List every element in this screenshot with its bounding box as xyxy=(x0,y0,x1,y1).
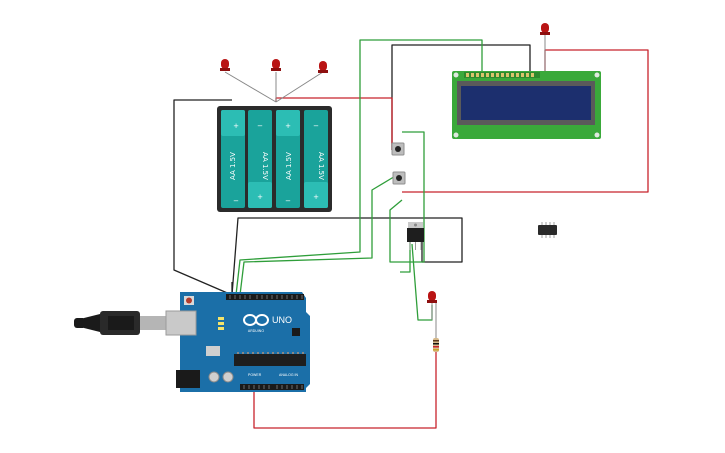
led-output[interactable] xyxy=(427,291,437,338)
battery-cell-2-minus: − xyxy=(257,122,263,130)
usb-cable[interactable] xyxy=(74,311,166,335)
resistor[interactable] xyxy=(433,338,439,352)
wire-black-battery-left[interactable] xyxy=(173,99,233,296)
arduino-model-text: UNO xyxy=(272,315,292,325)
arduino-uno[interactable]: UNO ARDUINO POWER ANALOG IN xyxy=(165,292,310,392)
led-1[interactable] xyxy=(220,59,230,71)
led-3[interactable] xyxy=(318,61,328,73)
battery-cell-3-minus: − xyxy=(285,197,291,205)
battery-cell-1-plus: + xyxy=(233,122,239,130)
ic-chip[interactable] xyxy=(538,222,557,238)
battery-cell-1-minus: − xyxy=(233,197,239,205)
battery-cell-3-plus: + xyxy=(285,122,291,130)
led-2[interactable] xyxy=(271,59,281,71)
lcd-screen xyxy=(461,86,591,120)
battery-cell-4: − + AA 1.5V xyxy=(304,110,328,208)
battery-cell-1-label: AA 1.5V xyxy=(229,152,237,180)
battery-cell-1: + − AA 1.5V xyxy=(221,110,245,208)
battery-cell-3: + − AA 1.5V xyxy=(276,110,300,208)
battery-cell-2: − + AA 1.5V xyxy=(248,110,272,208)
wire-green-lcd-1[interactable] xyxy=(235,39,483,296)
wires xyxy=(173,39,649,429)
wire-green-lcd-2[interactable] xyxy=(239,171,403,296)
battery-cell-2-label: AA 1.5V xyxy=(261,152,269,180)
lcd-pins xyxy=(466,73,534,77)
battery-cell-2-plus: + xyxy=(257,193,263,201)
arduino-power-jack[interactable] xyxy=(176,370,200,388)
battery-cell-4-label: AA 1.5V xyxy=(317,152,325,180)
wire-black-battery-bottom[interactable] xyxy=(231,217,463,296)
arduino-reset-button[interactable] xyxy=(184,296,194,305)
lcd-display[interactable] xyxy=(452,23,601,139)
arduino-usb-port[interactable] xyxy=(165,310,197,336)
arduino-brand-text: ARDUINO xyxy=(248,329,264,333)
wire-green-button-loop[interactable] xyxy=(389,131,425,263)
battery-leds xyxy=(220,59,328,103)
wire-red-led-resistor-arduino[interactable] xyxy=(253,352,437,429)
arduino-analog-label: ANALOG IN xyxy=(279,373,299,377)
arduino-power-label: POWER xyxy=(248,373,262,377)
battery-cell-4-plus: + xyxy=(313,193,319,201)
battery-cell-4-minus: − xyxy=(313,122,319,130)
battery-pack[interactable]: + − AA 1.5V − + AA 1.5V + − AA 1.5V − + … xyxy=(217,106,332,212)
pushbutton-2[interactable] xyxy=(392,171,406,185)
arduino-logo-icon xyxy=(243,314,269,326)
led-lcd-top[interactable] xyxy=(540,23,550,35)
battery-cell-3-label: AA 1.5V xyxy=(285,152,293,180)
transistor[interactable] xyxy=(407,222,424,250)
pushbutton-1[interactable] xyxy=(391,142,405,156)
wire-green-transistor[interactable] xyxy=(400,240,411,273)
arduino-microcontroller xyxy=(234,354,306,366)
